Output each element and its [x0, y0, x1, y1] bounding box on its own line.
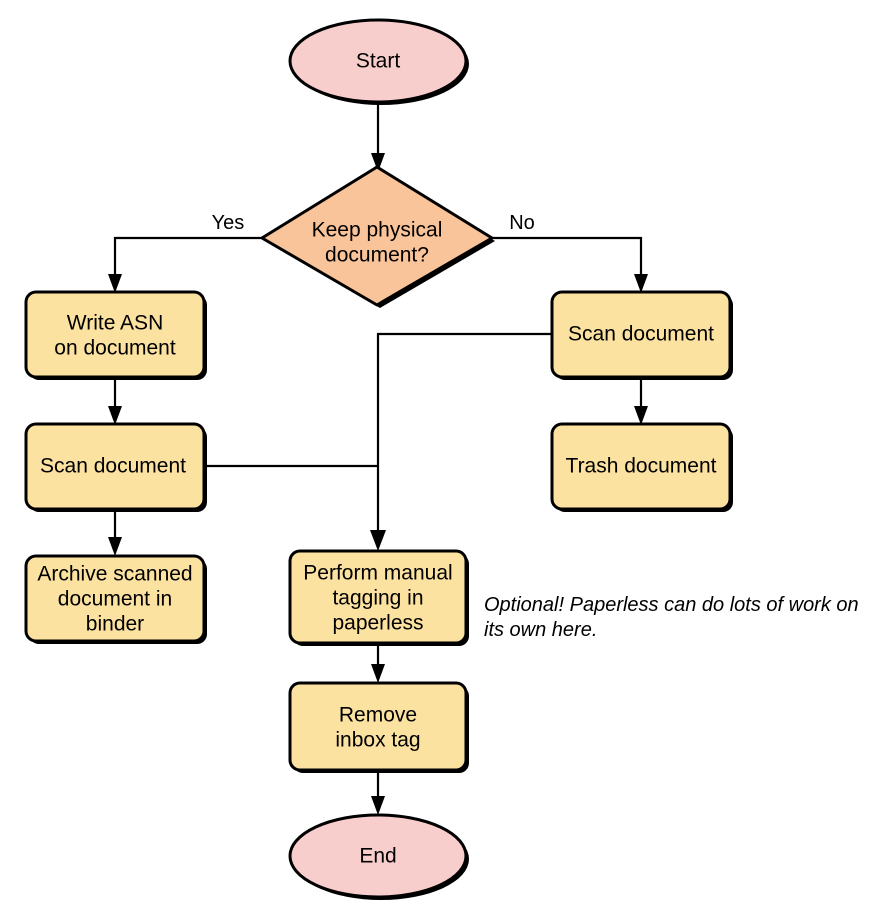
annotation-line1: Optional! Paperless can do lots of work …: [484, 594, 859, 616]
annotation-optional-paperless: Optional! Paperless can do lots of work …: [484, 594, 859, 641]
annotation-line2: its own here.: [484, 619, 597, 641]
scan-left-box: [24, 422, 206, 511]
tagging-box: [288, 549, 468, 645]
archive-label-line3: binder: [86, 613, 144, 636]
remove-inbox-label-line1: Remove: [339, 704, 417, 727]
write-asn-label-line1: Write ASN: [67, 312, 163, 335]
node-end[interactable]: End: [288, 813, 469, 900]
edge-write-asn-to-scan-left: [108, 378, 122, 425]
archive-label-line1: Archive scanned: [37, 563, 192, 586]
node-remove-inbox-tag[interactable]: Remove inbox tag: [288, 681, 469, 773]
end-label: End: [359, 845, 396, 868]
archive-box: [24, 554, 206, 643]
trash-label: Trash document: [566, 455, 717, 478]
scan-left-label: Scan document: [40, 455, 186, 478]
remove-inbox-box: [288, 681, 468, 772]
edge-scan-left-to-archive: [108, 510, 122, 556]
edge-layer: [108, 102, 648, 815]
write-asn-label-line2: on document: [54, 337, 176, 360]
edge-label-no: No: [509, 212, 535, 234]
tagging-label-line1: Perform manual: [303, 562, 452, 585]
edge-start-to-decision: [371, 102, 385, 172]
node-decision-keep-physical-document[interactable]: Keep physical document?: [260, 165, 495, 308]
edge-scan-right-to-trash: [634, 378, 648, 425]
edge-scan-right-to-tagging: [370, 332, 552, 551]
node-archive-scanned-document[interactable]: Archive scanned document in binder: [24, 554, 207, 644]
decision-label-line1: Keep physical: [312, 219, 443, 242]
edge-tagging-to-remove-inbox: [371, 643, 385, 683]
node-perform-manual-tagging[interactable]: Perform manual tagging in paperless: [288, 549, 469, 646]
start-ellipse: [288, 18, 468, 104]
scan-right-box: [550, 290, 732, 379]
tagging-label-line2: tagging in: [332, 587, 423, 610]
trash-box: [550, 422, 732, 511]
write-asn-box: [24, 290, 206, 379]
node-scan-document-left[interactable]: Scan document: [24, 422, 207, 512]
archive-label-line2: document in: [58, 588, 172, 611]
tagging-label-line3: paperless: [332, 612, 423, 635]
edge-decision-to-scan-right: [492, 236, 648, 293]
edge-label-yes: Yes: [212, 212, 245, 234]
edge-decision-to-write-asn: [108, 236, 262, 293]
node-write-asn[interactable]: Write ASN on document: [24, 290, 207, 380]
start-label: Start: [356, 50, 401, 73]
decision-label-line2: document?: [325, 244, 429, 267]
remove-inbox-label-line2: inbox tag: [335, 729, 420, 752]
scan-right-label: Scan document: [568, 323, 714, 346]
node-start[interactable]: Start: [288, 18, 469, 105]
node-trash-document[interactable]: Trash document: [550, 422, 733, 512]
edge-remove-inbox-to-end: [371, 770, 385, 815]
node-scan-document-right[interactable]: Scan document: [550, 290, 733, 380]
decision-diamond: [260, 165, 494, 307]
end-ellipse: [288, 813, 468, 899]
